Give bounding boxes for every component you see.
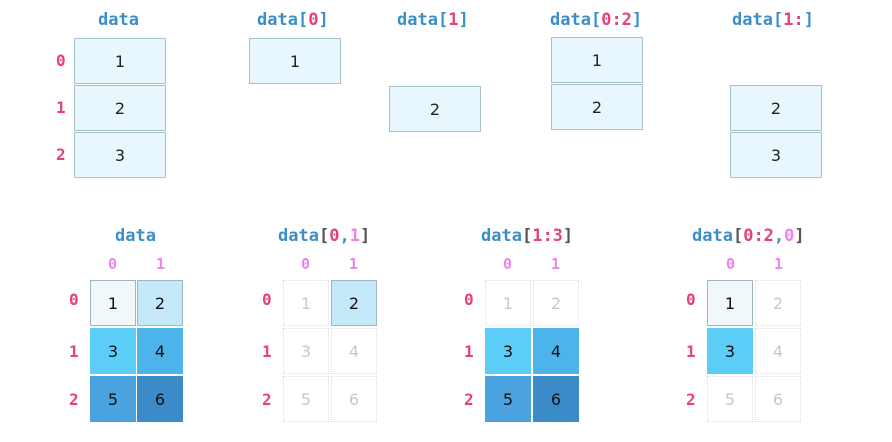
grid-cell: 6 bbox=[137, 376, 183, 422]
grid-cell: 1 bbox=[90, 280, 136, 326]
row-index: 1 bbox=[464, 342, 474, 361]
grid-cell-selected: 3 bbox=[485, 328, 531, 374]
row-index: 0 bbox=[56, 51, 66, 70]
array-cell: 2 bbox=[74, 85, 166, 131]
row-index: 1 bbox=[69, 342, 79, 361]
grid-cell: 4 bbox=[331, 328, 377, 374]
grid-cell: 1 bbox=[283, 280, 329, 326]
title-data-index-0-1: data[0,1] bbox=[278, 226, 371, 246]
title-data-index-1: data[1] bbox=[397, 10, 469, 30]
row-index: 1 bbox=[686, 342, 696, 361]
row-index: 1 bbox=[262, 342, 272, 361]
grid-cell: 4 bbox=[755, 328, 801, 374]
array-cell: 1 bbox=[249, 38, 341, 84]
row-index: 2 bbox=[56, 145, 66, 164]
array-cell: 1 bbox=[74, 38, 166, 84]
grid-cell: 5 bbox=[707, 376, 753, 422]
grid-cell: 2 bbox=[533, 280, 579, 326]
title-data-slice-1-end: data[1:] bbox=[732, 10, 814, 30]
col-index: 0 bbox=[301, 255, 311, 273]
grid-cell-selected: 3 bbox=[707, 328, 753, 374]
col-index: 0 bbox=[726, 255, 736, 273]
col-index: 1 bbox=[774, 255, 784, 273]
row-index: 0 bbox=[69, 290, 79, 309]
array-cell: 2 bbox=[389, 86, 481, 132]
row-index: 0 bbox=[686, 290, 696, 309]
array-cell: 3 bbox=[730, 132, 822, 178]
col-index: 1 bbox=[551, 255, 561, 273]
grid-cell: 2 bbox=[137, 280, 183, 326]
col-index: 1 bbox=[349, 255, 359, 273]
col-index: 1 bbox=[156, 255, 166, 273]
grid-cell: 1 bbox=[485, 280, 531, 326]
grid-cell-selected: 6 bbox=[533, 376, 579, 422]
title-data-index-0: data[0] bbox=[257, 10, 329, 30]
grid-cell: 3 bbox=[283, 328, 329, 374]
row-index: 2 bbox=[464, 390, 474, 409]
row-index: 1 bbox=[56, 98, 66, 117]
row-index: 2 bbox=[686, 390, 696, 409]
grid-cell-selected: 4 bbox=[533, 328, 579, 374]
row-index: 0 bbox=[262, 290, 272, 309]
array-cell: 1 bbox=[551, 37, 643, 83]
grid-cell: 5 bbox=[90, 376, 136, 422]
row-index: 2 bbox=[69, 390, 79, 409]
grid-cell: 6 bbox=[755, 376, 801, 422]
grid-cell: 5 bbox=[283, 376, 329, 422]
grid-cell: 3 bbox=[90, 328, 136, 374]
col-index: 0 bbox=[503, 255, 513, 273]
title-data-slice-0-2: data[0:2] bbox=[550, 10, 643, 30]
grid-cell: 4 bbox=[137, 328, 183, 374]
grid-cell: 6 bbox=[331, 376, 377, 422]
grid-cell-selected: 2 bbox=[331, 280, 377, 326]
title-data-1d: data bbox=[98, 10, 139, 30]
col-index: 0 bbox=[108, 255, 118, 273]
row-index: 2 bbox=[262, 390, 272, 409]
title-data-2d: data bbox=[115, 226, 156, 246]
row-index: 0 bbox=[464, 290, 474, 309]
grid-cell: 2 bbox=[755, 280, 801, 326]
array-cell: 2 bbox=[730, 85, 822, 131]
title-data-slice-1-3: data[1:3] bbox=[481, 226, 574, 246]
title-data-slice-0-2-col-0: data[0:2,0] bbox=[692, 226, 805, 246]
array-cell: 3 bbox=[74, 132, 166, 178]
grid-cell-selected: 1 bbox=[707, 280, 753, 326]
array-cell: 2 bbox=[551, 84, 643, 130]
grid-cell-selected: 5 bbox=[485, 376, 531, 422]
